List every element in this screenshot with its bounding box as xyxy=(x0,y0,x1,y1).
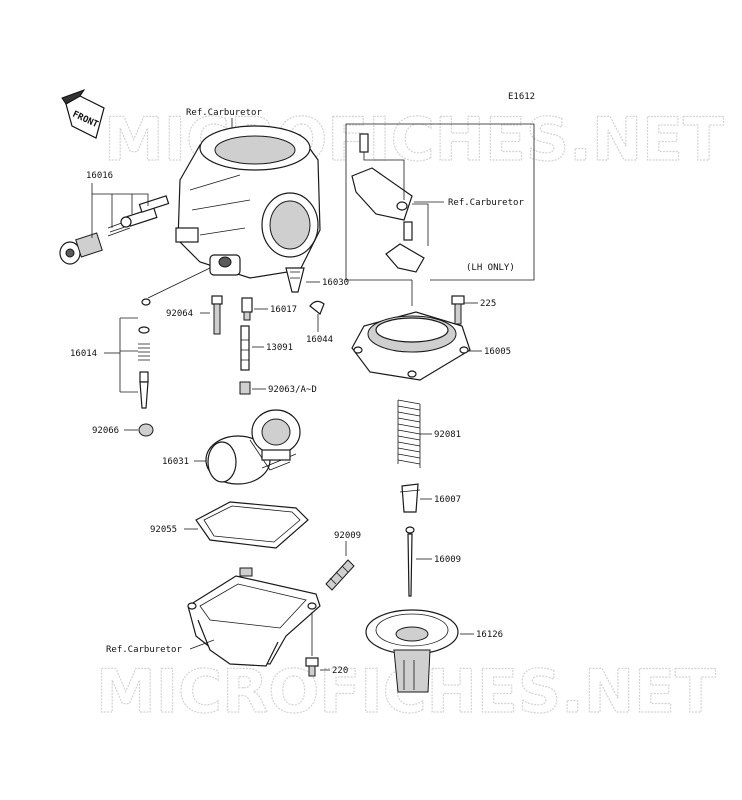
part-13091-needle-jet xyxy=(240,325,250,371)
diagram-code: E1612 xyxy=(508,92,535,102)
lh-only-group xyxy=(345,123,535,281)
label-92055: 92055 xyxy=(150,525,177,535)
part-16017-jet xyxy=(241,297,253,321)
carburetor-body xyxy=(175,125,321,279)
part-16009-jet-needle xyxy=(405,526,415,597)
label-16030: 16030 xyxy=(322,278,349,288)
label-lh-only: (LH ONLY) xyxy=(466,263,515,273)
label-225: 225 xyxy=(480,299,496,309)
label-16031: 16031 xyxy=(162,457,189,467)
part-92066-plug xyxy=(138,423,154,437)
label-92009: 92009 xyxy=(334,531,361,541)
label-220: 220 xyxy=(332,666,348,676)
part-16126-vacuum-piston xyxy=(365,609,459,693)
part-220-screw xyxy=(305,657,319,677)
label-92081: 92081 xyxy=(434,430,461,440)
label-92064: 92064 xyxy=(166,309,193,319)
label-16126: 16126 xyxy=(476,630,503,640)
part-bracket-lh xyxy=(351,133,425,273)
label-92066: 92066 xyxy=(92,426,119,436)
part-16005-top-cover xyxy=(351,311,471,381)
label-16016: 16016 xyxy=(86,171,113,181)
label-92063: 92063/A~D xyxy=(268,385,317,395)
part-16030-float-valve xyxy=(285,267,305,293)
part-92009-drain-screw xyxy=(325,559,355,591)
label-ref-carburetor-right: Ref.Carburetor xyxy=(448,198,524,208)
part-16016-pilot-screw-assembly xyxy=(59,195,170,265)
label-16017: 16017 xyxy=(270,305,297,315)
label-13091: 13091 xyxy=(266,343,293,353)
label-16005: 16005 xyxy=(484,347,511,357)
label-16044: 16044 xyxy=(306,335,333,345)
part-16007-needle-holder xyxy=(399,483,421,513)
label-16014: 16014 xyxy=(70,349,97,359)
part-92055-gasket xyxy=(195,501,309,549)
part-16014-mixture-screw-set xyxy=(138,326,150,409)
label-ref-carburetor-top: Ref.Carburetor xyxy=(186,108,262,118)
part-92063-main-jet xyxy=(239,381,251,395)
part-92064-screw xyxy=(211,295,223,335)
float-bowl xyxy=(187,567,321,667)
label-16009: 16009 xyxy=(434,555,461,565)
label-ref-carburetor-bottom: Ref.Carburetor xyxy=(106,645,182,655)
part-16031-float xyxy=(205,409,301,485)
label-16007: 16007 xyxy=(434,495,461,505)
part-16044-clip xyxy=(309,300,325,315)
part-92081-spring xyxy=(397,399,421,468)
front-arrow-icon: FRONT xyxy=(61,89,105,139)
part-225-screw xyxy=(451,295,465,325)
